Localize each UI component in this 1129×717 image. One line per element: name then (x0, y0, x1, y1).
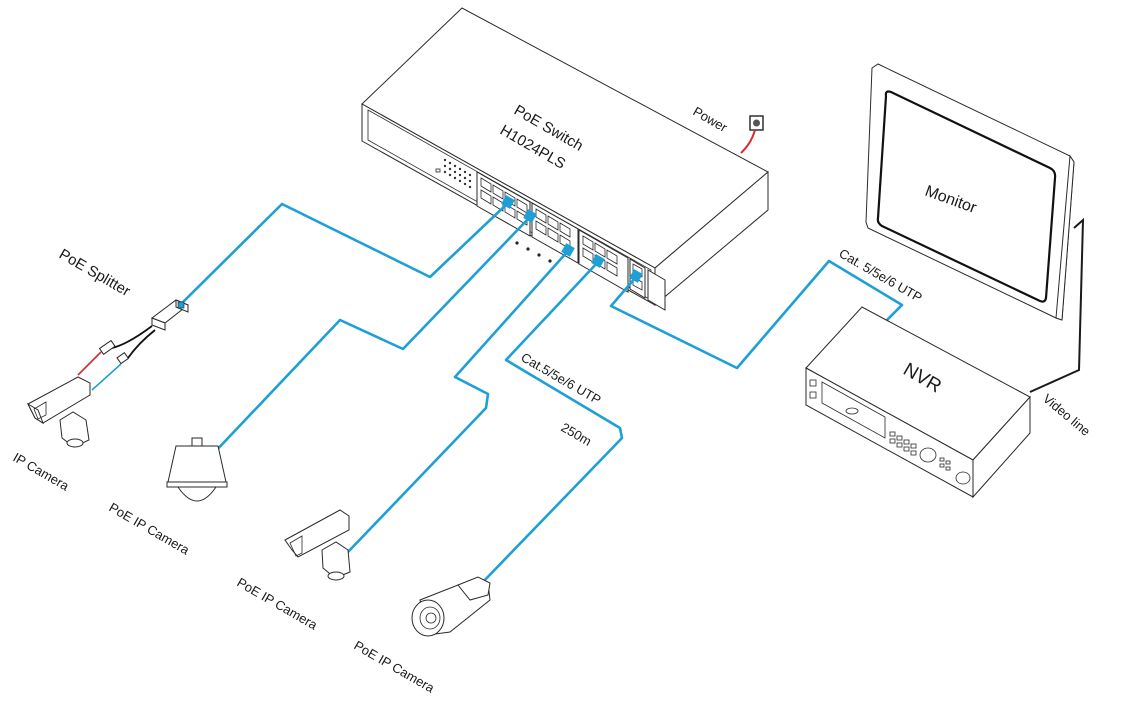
nvr-icon (805, 306, 1031, 499)
nvr-cable-type-label: Cat. 5/5e/6 UTP (837, 246, 925, 306)
power-label: Power (691, 104, 731, 136)
box-camera-icon (284, 509, 351, 581)
ethernet-plugs (501, 195, 643, 283)
power-led-icon (435, 168, 441, 173)
poe-splitter (77, 299, 189, 391)
cable-splitter (178, 201, 510, 307)
power-socket-icon (749, 115, 764, 131)
cable-dome-camera (210, 215, 532, 457)
camera-cable-type-label: Cat.5/5e/6 UTP (519, 350, 604, 408)
box-camera-label: PoE IP Camera (235, 575, 321, 633)
ip-camera-label: IP Camera (11, 450, 73, 494)
video-line-label: Video line (1040, 391, 1093, 439)
bullet-camera-icon (411, 576, 491, 637)
dome-camera-icon (166, 437, 228, 502)
ip-camera-icon (26, 376, 91, 448)
cable-bullet-camera (478, 260, 624, 587)
sfp-slot (647, 269, 666, 311)
video-line-cable (1029, 217, 1085, 393)
splitter-label: PoE Splitter (56, 246, 133, 300)
poe-switch: PoE Switch H1024PLS Power (361, 7, 769, 311)
cable-nvr (609, 259, 904, 370)
cable-box-camera (346, 249, 570, 554)
camera-cable-distance-label: 250m (559, 420, 595, 449)
vent-grille (443, 158, 472, 189)
monitor-icon (865, 63, 1075, 321)
bullet-camera-label: PoE IP Camera (352, 638, 438, 696)
dome-camera-label: PoE IP Camera (107, 500, 193, 558)
ethernet-cables (178, 201, 904, 587)
power-cable (740, 129, 756, 154)
more-ports-ellipsis (515, 241, 552, 263)
